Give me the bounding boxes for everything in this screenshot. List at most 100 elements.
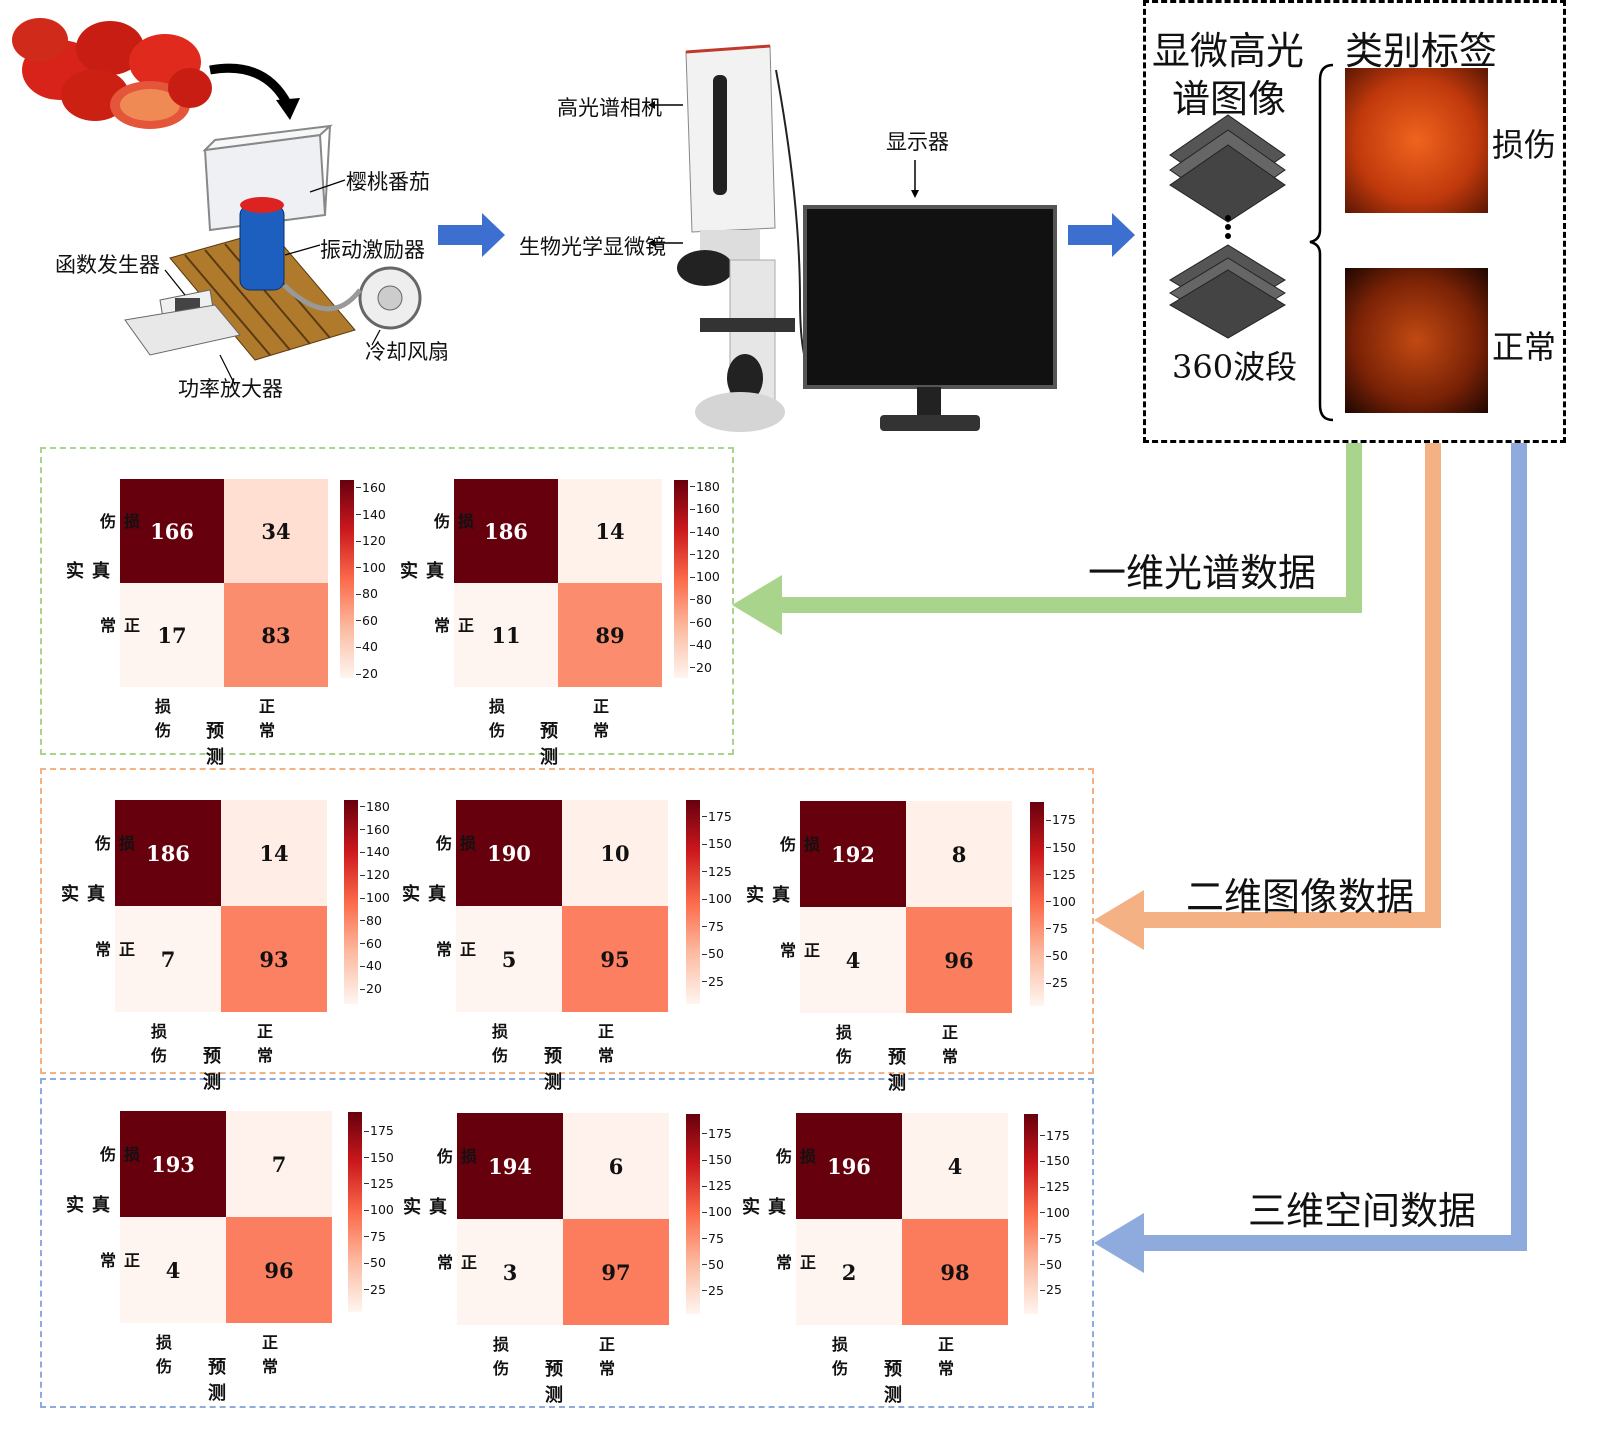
colorbar-tick: 20 [360,981,382,997]
colorbar-tick: 160 [360,821,390,837]
matrix-cell: 14 [558,479,662,583]
y-tick-label: 正常 [777,942,820,959]
x-tick-label: 损伤 [155,697,172,740]
colorbar-tick: 25 [702,1282,724,1298]
matrix-cell: 166 [120,479,224,583]
colorbar-tick: 125 [1046,866,1076,882]
matrix-cell: 95 [562,906,668,1012]
y-tick-label: 正常 [92,941,135,958]
colorbar-tick: 100 [1046,893,1076,909]
colorbar-tick: 25 [364,1281,386,1297]
colorbar-tick: 60 [690,614,712,630]
matrix-cell: 186 [454,479,558,583]
colorbar-tick: 180 [690,478,720,494]
group-1d-box [40,447,734,755]
colorbar-tick: 100 [356,559,386,575]
matrix-cell: 190 [456,800,562,906]
matrix-cell: 186 [115,800,221,906]
matrix-cell: 194 [457,1113,563,1219]
colorbar-tick: 20 [690,659,712,675]
y-tick-label: 正常 [431,617,474,634]
y-axis-label: 真实 [63,561,110,581]
colorbar-tick: 50 [702,1256,724,1272]
matrix-cell: 83 [224,583,328,687]
y-axis-label: 真实 [397,561,444,581]
y-tick-label: 正常 [433,941,476,958]
colorbar-tick: 160 [356,479,386,495]
colorbar-tick: 100 [360,890,390,905]
matrix-cell: 196 [796,1113,902,1219]
colorbar-tick: 25 [1046,975,1068,991]
matrix-cell: 7 [226,1111,332,1217]
flow-label-1d: 一维光谱数据 [1088,551,1317,595]
matrix-cell: 6 [563,1113,669,1219]
colorbar-tick: 40 [360,958,382,974]
y-axis-label: 真实 [743,885,790,905]
colorbar-tick: 125 [702,1178,732,1194]
label-hyperspectral-camera: 高光谱相机 [557,96,662,120]
x-tick-label: 正常 [942,1023,959,1066]
colorbar-tick: 40 [690,637,712,653]
colorbar-tick: 125 [702,863,732,879]
x-axis-label: 预测 [544,1046,562,1093]
colorbar-tick: 175 [702,1125,732,1141]
spectral-cube-stack [1169,114,1286,339]
colorbar [344,800,358,1004]
category-label-title: 类别标签 [1345,29,1498,73]
y-tick-label: 损伤 [434,1148,477,1165]
colorbar-tick: 160 [690,501,720,517]
category-brace [1309,63,1334,422]
colorbar-tick: 25 [702,973,724,989]
matrix-cell: 7 [115,906,221,1012]
colorbar-tick: 50 [364,1255,386,1271]
colorbar-tick: 175 [364,1123,394,1139]
colorbar-tick: 80 [690,591,712,607]
colorbar [1030,802,1044,1006]
x-axis-label: 预测 [208,1357,226,1404]
colorbar-tick: 140 [356,506,386,522]
colorbar-tick: 40 [356,639,378,655]
matrix-cell: 96 [226,1217,332,1323]
label-monitor: 显示器 [886,130,949,154]
matrix-cell: 98 [902,1219,1008,1325]
curved-arrow-icon [209,63,293,108]
y-axis-label: 真实 [399,884,446,904]
colorbar-tick: 50 [702,946,724,962]
matrix-cell: 14 [221,800,327,906]
label-function-generator: 函数发生器 [55,253,160,277]
colorbar-tick: 150 [1040,1153,1070,1169]
right-arrow-icon [438,213,505,257]
colorbar [686,800,700,1004]
matrix-cell: 192 [800,801,906,907]
y-tick-label: 正常 [434,1254,477,1271]
matrix-cell: 11 [454,583,558,687]
label-cherry-tomato: 樱桃番茄 [346,170,430,194]
colorbar-tick: 175 [702,808,732,824]
colorbar-tick: 175 [1046,812,1076,828]
flow-arrow-3d [1132,443,1527,1251]
matrix-cell: 4 [800,907,906,1013]
matrix-cell: 89 [558,583,662,687]
colorbar-tick: 60 [360,935,382,951]
colorbar-tick: 20 [356,666,378,681]
colorbar-tick: 50 [1040,1256,1062,1272]
x-tick-label: 损伤 [493,1335,510,1378]
matrix-cell: 10 [562,800,668,906]
group-3d-box [40,1078,1094,1408]
x-tick-label: 损伤 [156,1333,173,1376]
matrix-cell: 8 [906,801,1012,907]
colorbar-tick: 150 [364,1149,394,1165]
label-vibration-exciter: 振动激励器 [320,238,425,262]
x-tick-label: 正常 [259,697,276,740]
y-axis-label: 真实 [63,1195,110,1215]
y-tick-label: 损伤 [431,513,474,530]
y-tick-label: 损伤 [92,835,135,852]
x-axis-label: 预测 [206,721,224,768]
colorbar [686,1114,700,1314]
label-power-amplifier: 功率放大器 [178,377,283,401]
y-tick-label: 正常 [97,617,140,634]
x-tick-label: 正常 [257,1022,274,1065]
matrix-cell: 193 [120,1111,226,1217]
colorbar-tick: 100 [690,569,720,585]
y-tick-label: 损伤 [773,1148,816,1165]
